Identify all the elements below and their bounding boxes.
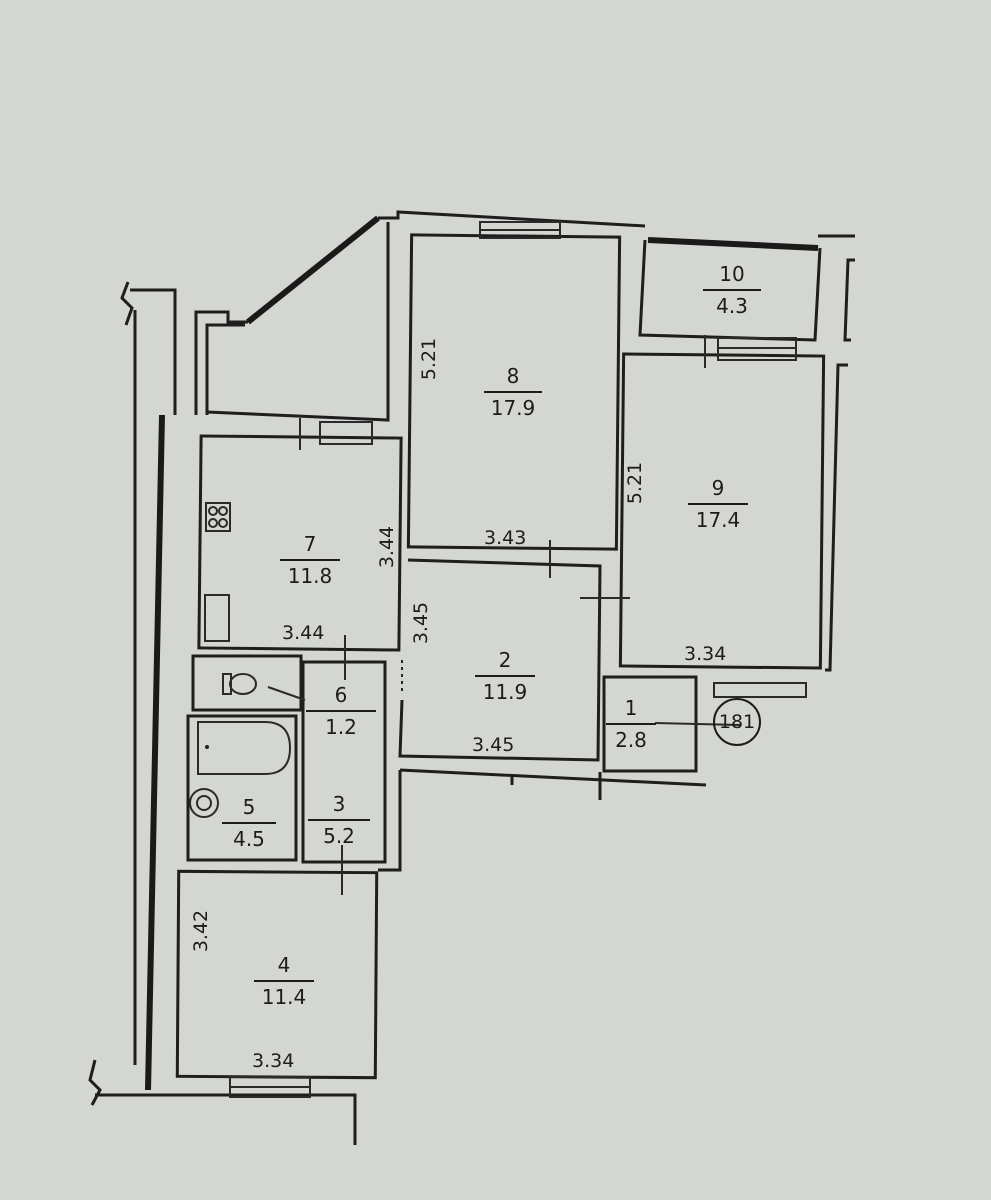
- room-label-3: 3 5.2: [308, 792, 370, 848]
- room-number-7: 7: [280, 532, 340, 561]
- room-number: 3: [308, 792, 370, 821]
- room-area-7: 11.8: [287, 564, 333, 588]
- dim-room4-height: 3.42: [190, 909, 213, 953]
- dim-room9-width: 3.34: [684, 643, 727, 665]
- room-label-5: 5 4.5: [222, 795, 276, 851]
- door-marks: [267, 335, 741, 895]
- room-label-8: 8 17.9: [484, 364, 542, 420]
- room-label-6: 6 1.2: [306, 683, 376, 739]
- room-number: 9: [688, 476, 748, 505]
- room-number: 10: [703, 262, 761, 291]
- room-label-10: 10 4.3: [703, 262, 761, 318]
- dim-room2-width: 3.45: [472, 734, 515, 756]
- dim-room8-width: 3.43: [484, 527, 527, 549]
- fixtures: [189, 502, 292, 818]
- room-8-outline: [406, 233, 622, 551]
- room-label-1: 1 2.8: [606, 696, 656, 752]
- room-label-2: 2 11.9: [475, 648, 535, 704]
- room-9-outline: [618, 352, 826, 670]
- room-area: 17.9: [490, 396, 536, 420]
- room-area: 5.2: [323, 824, 355, 848]
- dim-room8-height: 5.21: [418, 337, 441, 381]
- room-area: 11.4: [261, 985, 307, 1009]
- room-6-outline: [191, 654, 303, 712]
- bathtub-icon: [197, 721, 292, 775]
- room-area: 4.3: [716, 294, 748, 318]
- room-5-outline: [186, 714, 298, 862]
- room-area: 17.4: [695, 508, 741, 532]
- apartment-number-mark: 181: [713, 698, 761, 746]
- room-number: 4: [254, 953, 314, 982]
- room-area: 2.8: [615, 728, 647, 752]
- outer-walls: [88, 210, 855, 1145]
- room-area: 4.5: [233, 827, 265, 851]
- room-number: 5: [222, 795, 276, 824]
- sink-icon: [204, 594, 230, 642]
- room-number: 8: [484, 364, 542, 393]
- room-area: 1.2: [325, 715, 357, 739]
- stove-icon: [205, 502, 231, 532]
- room-area: 11.9: [482, 680, 528, 704]
- room-number: 6: [306, 683, 376, 712]
- dim-room9-height: 5.21: [624, 461, 647, 505]
- dim-room7-width: 3.44: [282, 622, 325, 644]
- room-label-9: 9 17.4: [688, 476, 748, 532]
- washbasin-icon: [189, 788, 219, 818]
- room-number: 2: [475, 648, 535, 677]
- room-label-4: 4 11.4: [254, 953, 314, 1009]
- room-label-7: 7 7 11.8 11.8: [280, 532, 340, 588]
- room-number: 1: [606, 696, 656, 725]
- dim-room7-height: 3.44: [376, 525, 399, 569]
- windows: [229, 221, 807, 1098]
- room-7-outline: [197, 434, 403, 652]
- dim-room2-height: 3.45: [410, 601, 433, 645]
- dim-room4-width: 3.34: [252, 1050, 295, 1072]
